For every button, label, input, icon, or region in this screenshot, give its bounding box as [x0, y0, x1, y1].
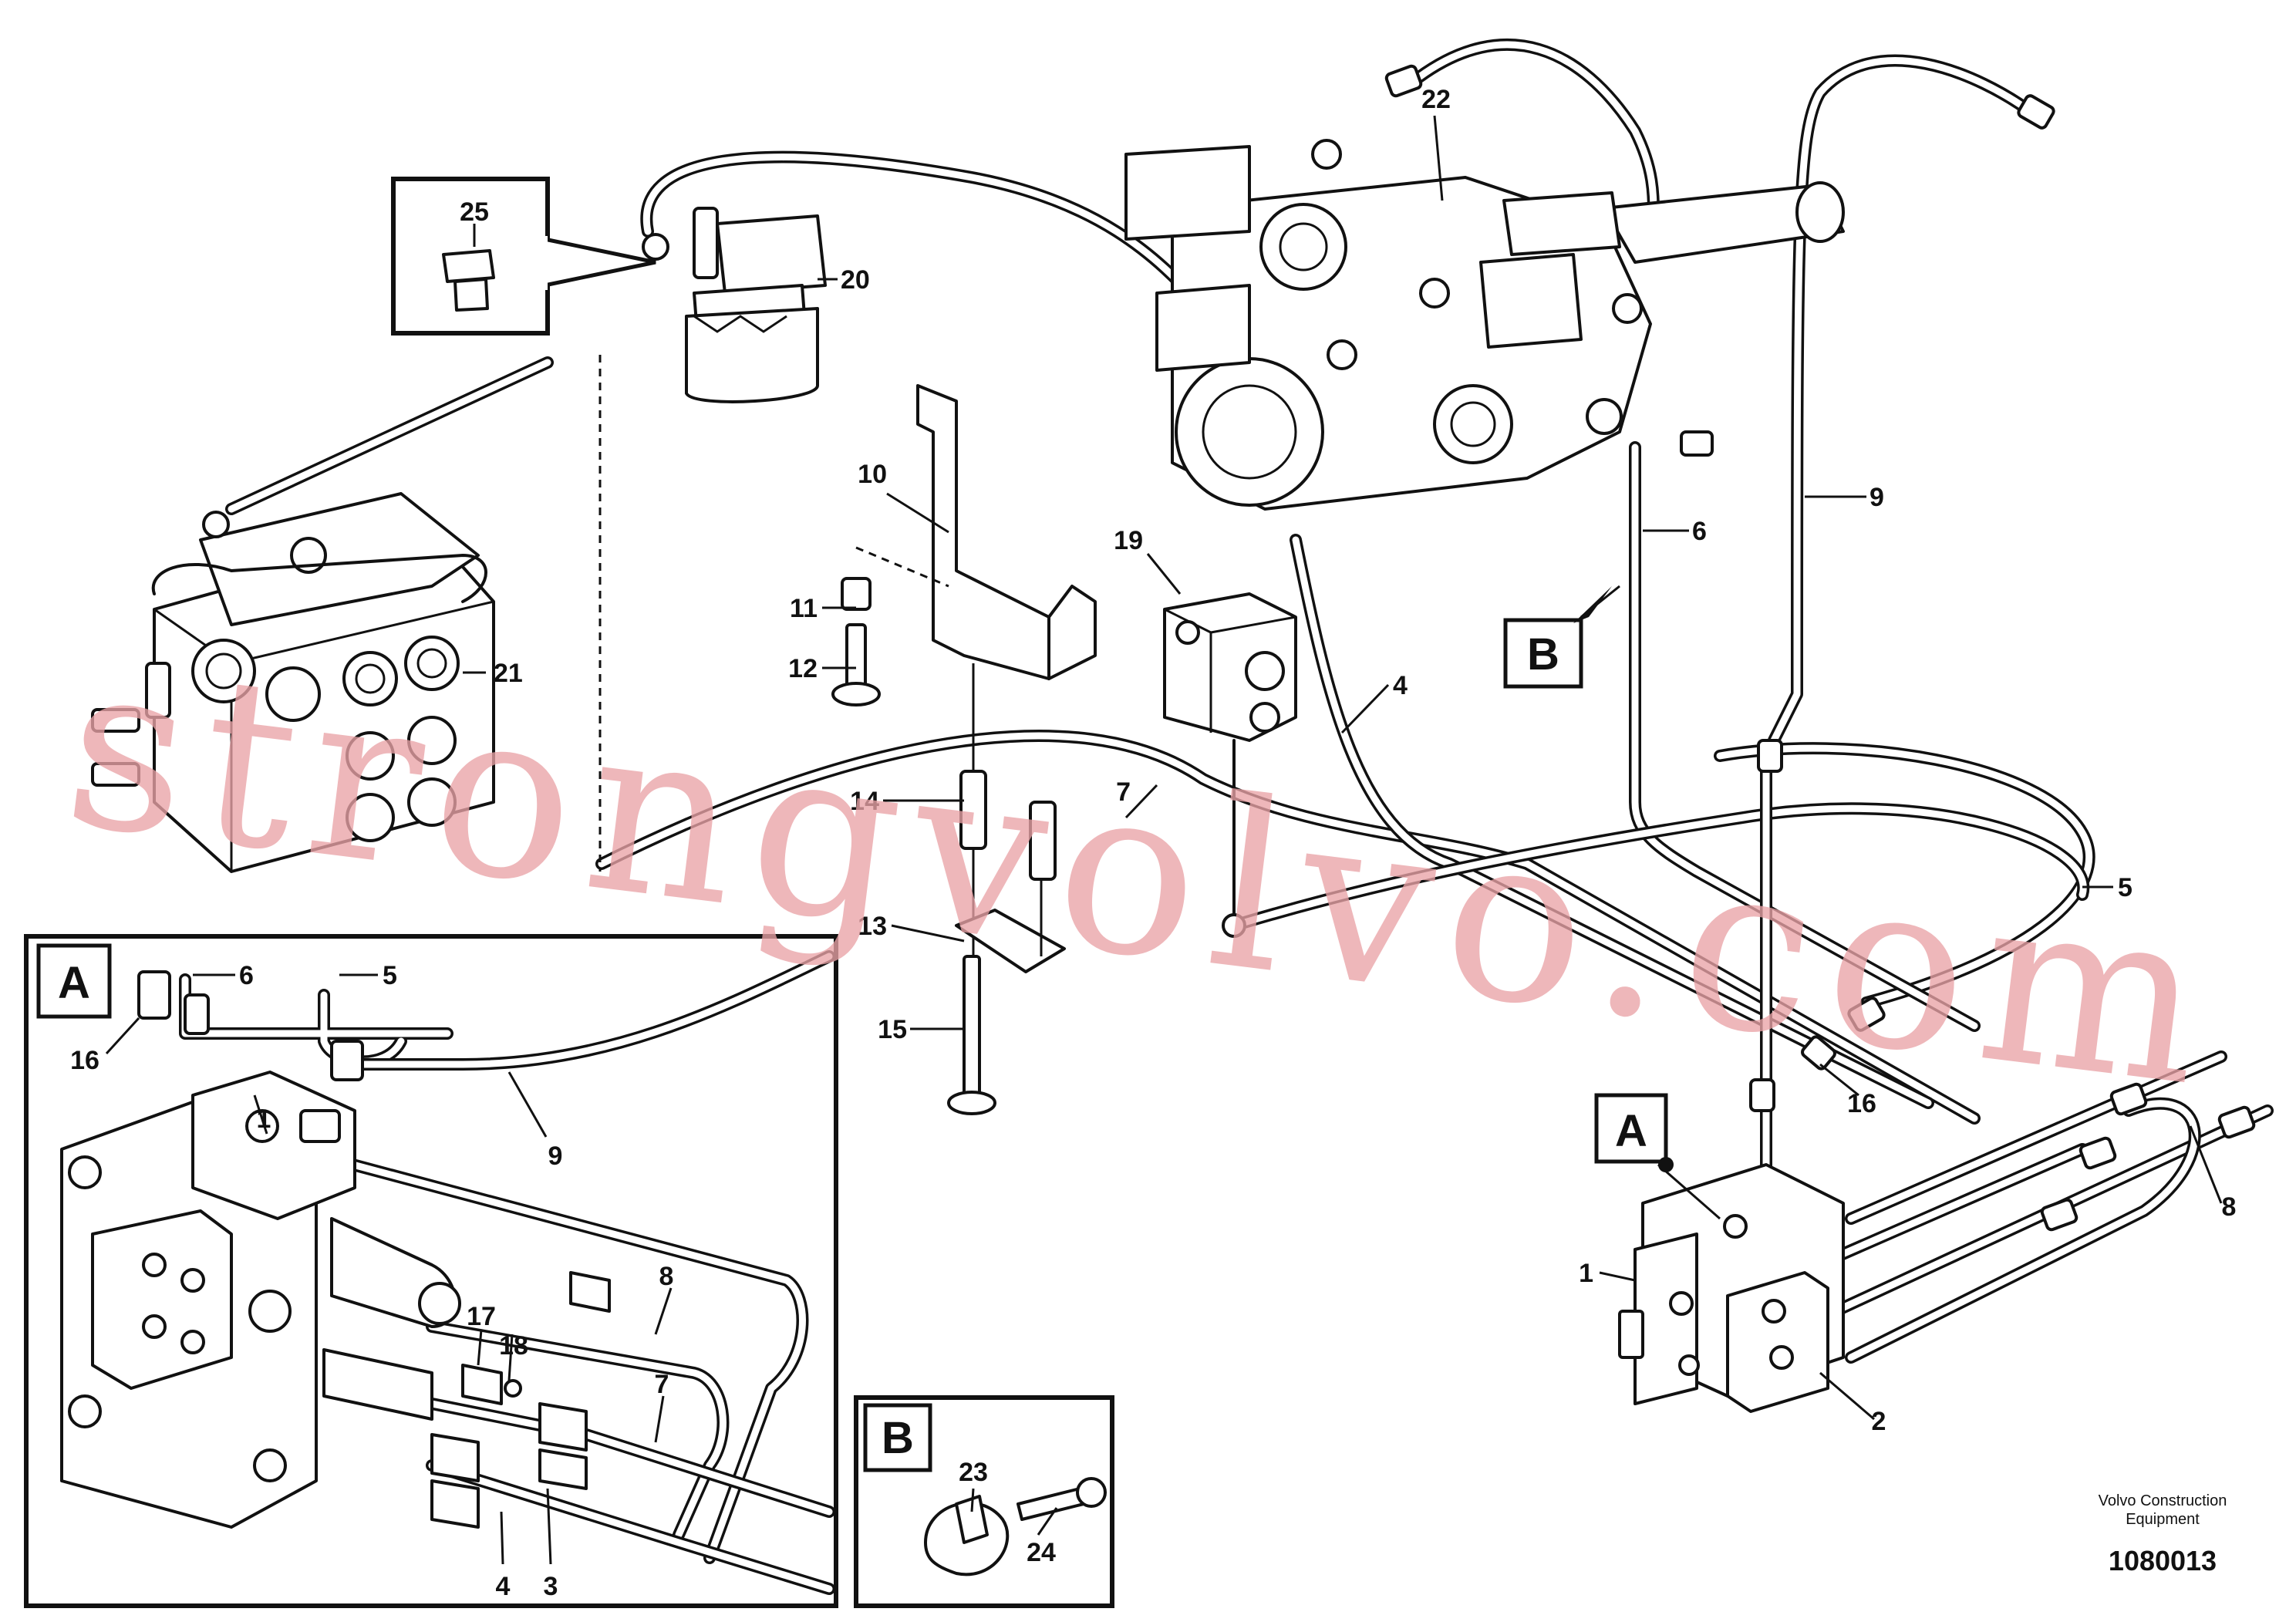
callout-1-detail: 1	[257, 1104, 271, 1134]
callout-3: 3	[544, 1572, 558, 1601]
callout-8-main: 8	[2222, 1192, 2237, 1222]
callout-14: 14	[850, 787, 879, 816]
callout-5-detail: 5	[383, 961, 397, 990]
detail-flag-b-label: B	[1527, 629, 1559, 679]
detail-view-a	[24, 934, 838, 1608]
callout-18: 18	[499, 1331, 528, 1361]
callout-2: 2	[1872, 1407, 1886, 1436]
relief-valve	[1163, 592, 1297, 938]
drawing-footer: Volvo Construction Equipment 1080013	[2099, 1492, 2227, 1576]
detail-b-label: B	[882, 1413, 914, 1463]
callout-23: 23	[959, 1458, 988, 1487]
callout-22: 22	[1421, 85, 1451, 114]
callout-8-detail: 8	[659, 1262, 674, 1291]
callout-1-main: 1	[1579, 1259, 1593, 1288]
callout-9-detail: 9	[548, 1141, 563, 1171]
detail-flag-a-label: A	[1615, 1106, 1647, 1156]
callout-4-detail: 4	[496, 1572, 511, 1601]
callout-16-main: 16	[1847, 1089, 1876, 1118]
callout-12: 12	[788, 654, 818, 683]
callout-21: 21	[494, 659, 523, 688]
callout-10: 10	[858, 460, 887, 489]
brand-line-1: Volvo Construction	[2099, 1492, 2227, 1509]
inset-detail-25	[391, 177, 656, 336]
callout-labels: 22 25 20 10 19 11 12 21 6 9 4 14 7 13 5 …	[70, 85, 2236, 1601]
brand-line-2: Equipment	[2126, 1511, 2200, 1528]
callout-6-detail: 6	[239, 961, 254, 990]
callout-24: 24	[1027, 1538, 1056, 1567]
callout-4-main: 4	[1393, 671, 1408, 700]
callout-9-main: 9	[1870, 483, 1884, 512]
detail-letters: A B A B	[58, 629, 1647, 1463]
hose-fittings	[1384, 64, 2256, 1232]
callout-6-main: 6	[1692, 517, 1707, 546]
callout-15: 15	[878, 1015, 907, 1044]
callout-19: 19	[1114, 526, 1143, 555]
callout-5-main: 5	[2118, 873, 2132, 902]
drawing-number: 1080013	[2109, 1545, 2217, 1576]
hose-routing	[225, 38, 2274, 1364]
callout-17: 17	[467, 1302, 496, 1331]
detail-flag-b	[1503, 585, 1620, 689]
detail-flag-a	[1594, 1093, 1721, 1220]
callout-11: 11	[790, 594, 818, 623]
callout-7-main: 7	[1116, 777, 1131, 807]
callout-25: 25	[460, 197, 489, 227]
main-pump	[1124, 139, 1845, 511]
detail-view-b	[854, 1395, 1114, 1608]
mounting-bracket	[831, 384, 1097, 1115]
callout-16-detail: 16	[70, 1046, 99, 1075]
detail-a-label: A	[58, 958, 90, 1008]
control-valve-block	[91, 492, 495, 873]
solenoid-valve	[642, 207, 827, 403]
callout-13: 13	[858, 912, 887, 941]
leader-lines	[105, 115, 2223, 1565]
callout-20: 20	[841, 265, 870, 295]
callout-7-detail: 7	[655, 1370, 669, 1399]
valve-block-main	[1618, 1163, 1845, 1413]
